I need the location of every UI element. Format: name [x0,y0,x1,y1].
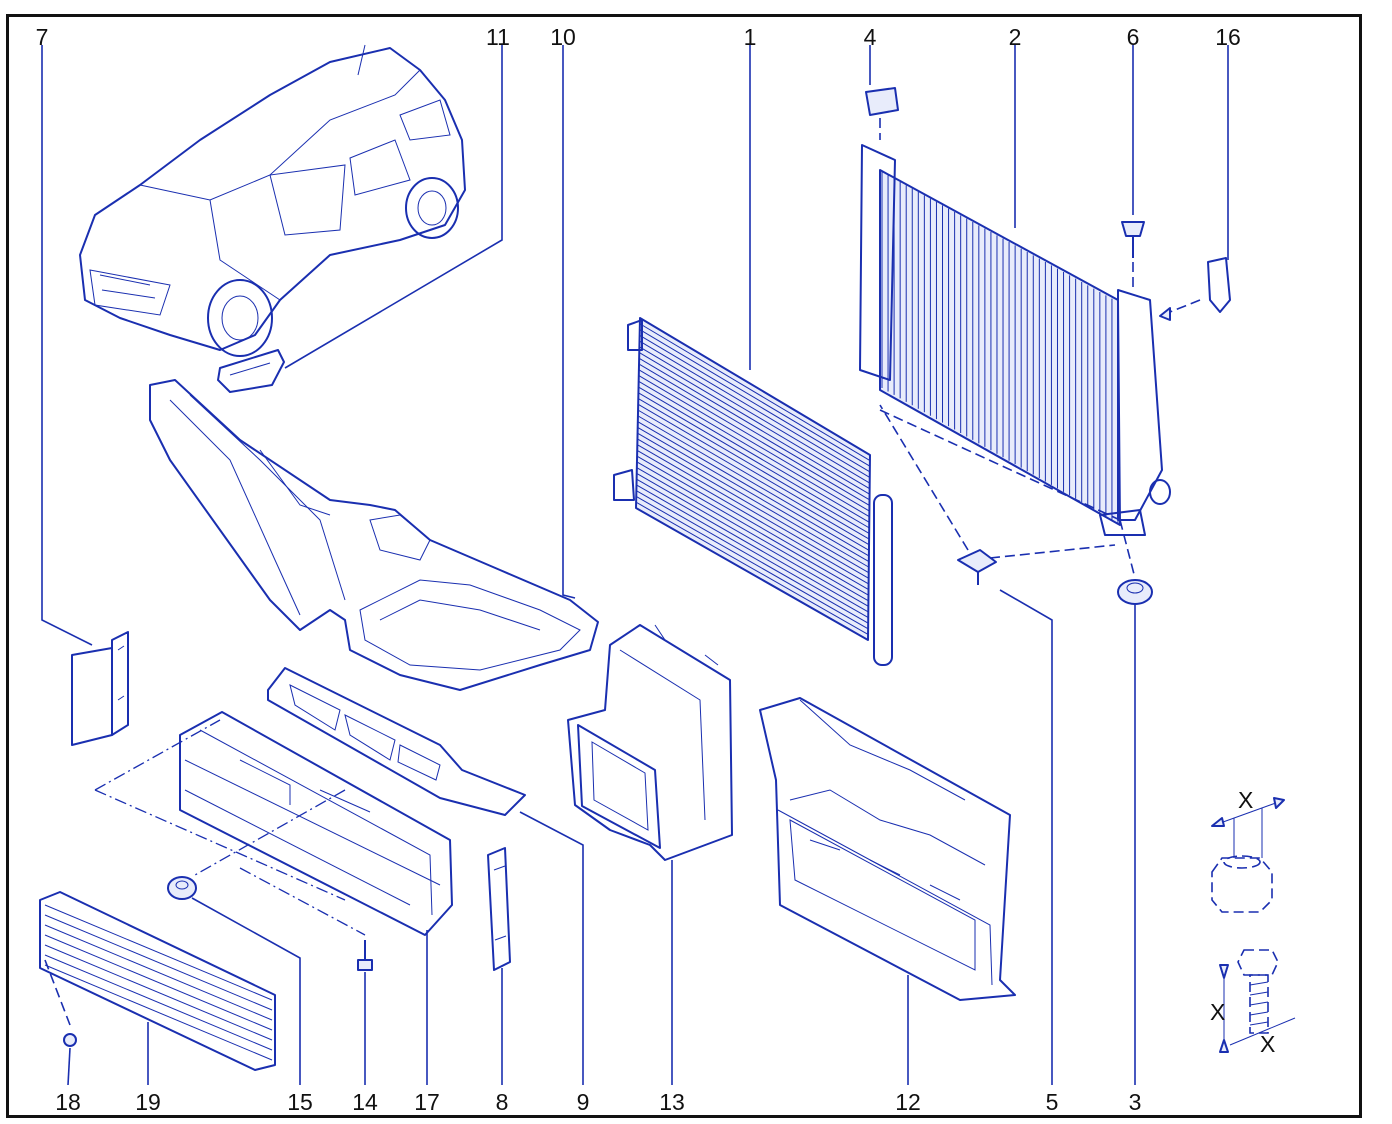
condenser-fin [635,507,869,641]
callout-2: 2 [1009,24,1022,50]
condenser-fin [636,484,869,619]
condenser-fin [636,461,869,596]
air-duct-part-10 [149,379,599,691]
grille-slat [44,914,273,1011]
callout-3: 3 [1129,1089,1142,1115]
callout-18: 18 [55,1089,81,1115]
condenser-fin [639,346,870,484]
nut-dimension-label: X [1238,787,1253,813]
condenser-fin [639,334,871,473]
callout-14: 14 [352,1089,378,1115]
condenser-fin [638,357,870,495]
grille-slat [44,944,273,1041]
right-deflector-part-8 [487,847,511,971]
radiator-part-2 [859,144,1171,536]
grille-slat [44,954,273,1051]
condenser-fin [637,432,870,568]
condenser-fin [635,496,869,630]
diagram-frame [6,14,1362,1118]
leader-lines [41,45,1229,1086]
lower-mount-part-5 [879,404,1136,585]
left-deflector-part-7 [71,631,129,746]
condenser-fin [639,352,870,490]
condenser-fin [639,329,871,467]
side-air-guide-part-13 [567,624,733,861]
condenser-fin [637,403,870,540]
callout-6: 6 [1127,24,1140,50]
bolt-diameter-label: X [1260,1031,1275,1057]
condenser-fin [637,409,870,546]
nut-torque-symbol: X [1211,787,1285,913]
fan-shroud-part-12 [759,697,1016,1001]
rubber-bush-part-15 [167,876,197,900]
callout-12: 12 [895,1089,921,1115]
callout-19: 19 [135,1089,161,1115]
screw-part-18 [63,1033,77,1047]
condenser-fin [638,386,870,523]
lower-air-guide-part-17 [94,711,453,936]
condenser-fin [637,421,870,557]
condenser-fin [638,375,870,512]
grille-slat [44,964,273,1061]
grille-slat [44,934,273,1031]
condenser-fin [637,438,869,574]
callout-8: 8 [496,1089,509,1115]
condenser-fin [635,501,869,635]
callout-10: 10 [550,24,576,50]
condenser-part-1 [613,317,893,666]
callout-4: 4 [864,24,877,50]
condenser-fin [636,449,869,585]
seal-strip-part-9 [267,667,526,816]
condenser-fin [636,455,869,590]
condenser-fin [636,473,869,607]
callout-5: 5 [1046,1089,1059,1115]
callout-7: 7 [36,24,49,50]
condenser-fin [637,415,870,551]
condenser-fin [639,323,871,462]
condenser-fin [637,444,869,579]
callout-16: 16 [1215,24,1241,50]
bolt-torque-symbol: X X [1210,949,1296,1057]
callout-17: 17 [414,1089,440,1115]
callout-9: 9 [577,1089,590,1115]
upper-mount-part-4 [865,87,899,140]
callout-1: 1 [744,24,757,50]
condenser-fin [639,340,871,478]
condenser-fin [638,369,870,506]
condenser-fin [637,426,870,562]
condenser-fin [638,363,870,501]
callout-13: 13 [659,1089,685,1115]
condenser-fin [636,467,869,602]
vehicle-illustration [79,44,466,357]
condenser-fin [638,392,870,529]
clip-part-6 [1121,221,1145,290]
condenser-fin [636,490,869,624]
callout-11: 11 [486,24,510,50]
callout-labels: 7 11 10 1 4 2 6 16 18 19 15 14 17 8 9 13… [36,24,1241,1115]
bolt-part-14 [357,940,373,971]
condenser-fin [636,478,869,613]
rubber-mount-part-3 [1117,579,1153,605]
bolt-length-label: X [1210,999,1225,1025]
grille-slat [44,924,273,1021]
bracket-part-11 [217,349,285,393]
condenser-fin [638,398,870,534]
condenser-fin [639,317,871,456]
condenser-fin [638,380,870,518]
hose-clip-part-16 [1159,257,1231,321]
grille-shutter-part-19 [39,891,276,1071]
callout-15: 15 [287,1089,313,1115]
grille-slat [44,904,273,1001]
